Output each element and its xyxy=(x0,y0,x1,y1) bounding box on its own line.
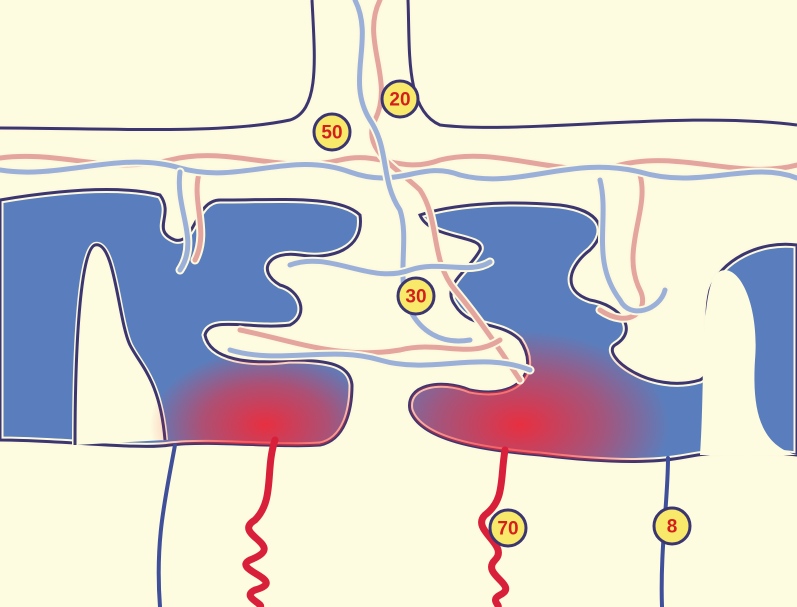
badge-8: 8 xyxy=(654,508,690,544)
badge-8-label: 8 xyxy=(667,517,678,538)
badge-50-label: 50 xyxy=(321,123,342,144)
badge-70: 70 xyxy=(490,510,526,546)
badge-20-label: 20 xyxy=(389,90,410,111)
badge-30: 30 xyxy=(398,278,434,314)
badge-20: 20 xyxy=(382,81,418,117)
badge-50: 50 xyxy=(314,114,350,150)
badge-70-label: 70 xyxy=(497,519,518,540)
badge-30-label: 30 xyxy=(405,287,426,308)
